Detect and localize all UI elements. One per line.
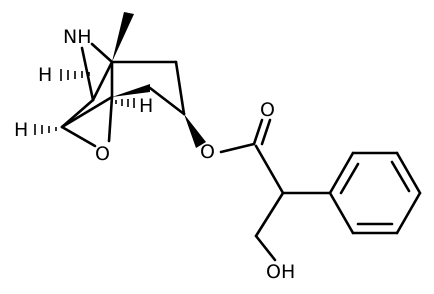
- label-o-ester: O: [200, 141, 215, 163]
- wedge-c3-oester: [184, 114, 206, 148]
- bond-ccarbonyl-calpha: [254, 144, 285, 195]
- bond-c1-c5: [91, 60, 114, 102]
- phenyl-ring: [328, 151, 422, 235]
- hash-c6-h: [34, 124, 57, 135]
- label-o-carbonyl: O: [260, 99, 275, 121]
- hash-c7-h: [115, 98, 135, 108]
- hash-c5-h: [60, 69, 90, 81]
- bond-n-c5: [80, 46, 95, 102]
- wedge-c1-h: [112, 12, 134, 62]
- bond-calpha-ch2: [254, 191, 285, 238]
- label-h-top: H: [38, 64, 52, 86]
- label-o-epoxide: O: [95, 143, 110, 165]
- bond-carbonyl-1: [252, 118, 264, 146]
- bond-ch2-oh: [254, 234, 277, 262]
- bond-n-c1: [90, 42, 114, 64]
- bond-c6-oepox: [60, 125, 97, 148]
- bond-c4-c3: [148, 86, 186, 116]
- bond-c2-c3: [174, 60, 186, 116]
- bond-c6-c7: [60, 95, 114, 129]
- label-nh: NH: [63, 26, 92, 48]
- bond-oester-ccarbonyl: [219, 142, 256, 154]
- bond-c7-oepox: [107, 95, 114, 143]
- label-h-mid: H: [139, 95, 153, 117]
- bond-carbonyl-2: [260, 118, 272, 146]
- label-oh: OH: [266, 261, 295, 283]
- label-h-bottom: H: [14, 119, 28, 141]
- wedge-c7-c4: [112, 84, 150, 97]
